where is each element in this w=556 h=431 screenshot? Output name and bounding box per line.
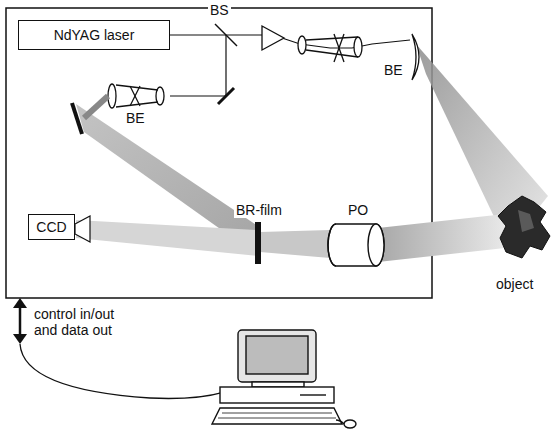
mirror — [72, 103, 82, 134]
ccd-camera: CCD — [28, 214, 75, 240]
prism — [262, 26, 284, 50]
housing — [6, 8, 432, 298]
computer — [212, 330, 356, 428]
laser-box: NdYAG laser — [18, 20, 170, 50]
mirror — [218, 88, 234, 104]
beam-expander — [298, 34, 419, 80]
object-label: object — [494, 276, 535, 292]
component-label: BE — [124, 110, 147, 126]
node-text: CCD — [36, 219, 66, 235]
control-arrow — [13, 298, 27, 344]
component-label: BR-film — [234, 202, 284, 218]
laser-beam — [170, 35, 410, 96]
ccd-lens — [75, 216, 90, 242]
component-label: BS — [208, 2, 231, 18]
object-shape — [498, 196, 550, 258]
scattered-beam — [378, 214, 505, 262]
interface-note: control in/out and data out — [32, 306, 136, 338]
reference-beam — [76, 104, 258, 256]
projection-optics — [328, 224, 384, 266]
object-shape — [518, 210, 534, 232]
object-beam — [416, 44, 548, 246]
component-label: PO — [346, 202, 370, 218]
node-text: NdYAG laser — [54, 27, 135, 43]
ccd-cone — [76, 220, 258, 256]
beam-splitter — [215, 24, 237, 46]
br-film — [255, 222, 261, 264]
cable — [20, 344, 224, 399]
imaged-beam — [260, 230, 330, 258]
component-label: BE — [382, 62, 405, 78]
